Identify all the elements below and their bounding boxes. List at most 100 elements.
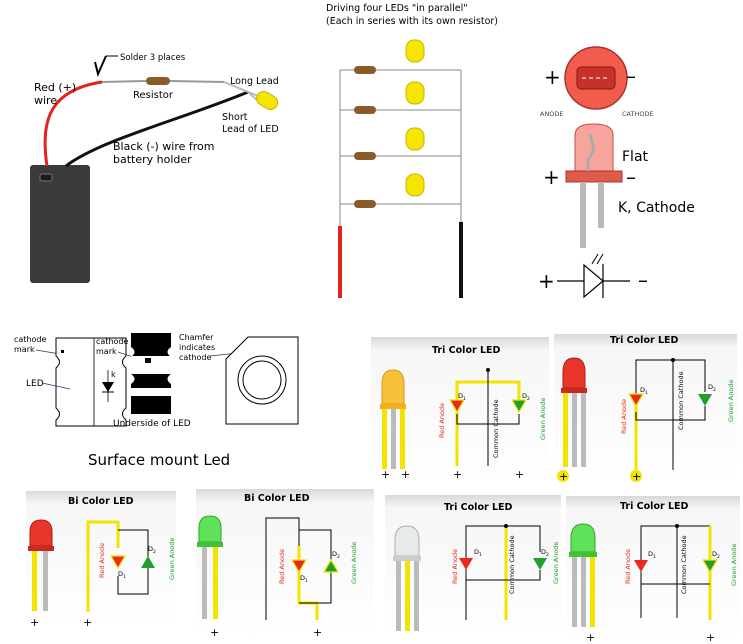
led-side-view [565, 123, 623, 248]
tri-3-d1: D [474, 548, 479, 556]
tri-color-led-diagram-4: Tri Color LED + + D 1 D 2 Red Anode Comm… [566, 496, 740, 644]
solder-label: Solder 3 places [120, 53, 186, 63]
red-wire-label-2: wire [34, 94, 57, 107]
bi-1-plus-2: + [83, 616, 92, 629]
solder-arrow [94, 55, 107, 78]
parallel-branches [340, 39, 461, 208]
parallel-led-diagram: Driving four LEDs "in parallel" (Each in… [326, 3, 498, 298]
tri-color-led-diagram-1: Tri Color LED + + + + D 1 D 2 Red Anode … [371, 337, 549, 481]
red-wire-label: Red (+) [34, 81, 76, 94]
anode-label: ANODE [540, 110, 564, 118]
tri-1-plus-2: + [401, 468, 410, 481]
red-wire [43, 80, 103, 167]
tri-1-d1-sub: 1 [463, 396, 466, 402]
tri-3-green-anode: Green Anode [552, 542, 560, 584]
black-wire-label-2: battery holder [113, 153, 192, 166]
bi-1-d1-sub: 1 [123, 574, 126, 580]
bi-color-led-diagram-1: Bi Color LED + + D 1 D 2 Red Anode Green… [26, 491, 176, 629]
chamfer-label: Chamfer [179, 333, 214, 342]
bi-2-d2-sub: 2 [337, 554, 340, 560]
underside-label: Underside of LED [113, 419, 191, 429]
branch-led [405, 81, 425, 105]
tri-1-plus-4: + [515, 468, 524, 481]
surface-mount-led-diagram: cathode mark LED k cathode mark Undersid… [14, 333, 299, 469]
tri-1-plus: + [381, 468, 390, 481]
branch-led [405, 39, 425, 63]
tri-2-plus-2: + [632, 470, 641, 483]
tri-2-common-cathode: Common Cathode [677, 371, 685, 430]
battery-wiring-diagram: Solder 3 places Red (+) wire Resistor Lo… [30, 53, 279, 283]
k-cathode-label: K, Cathode [618, 200, 695, 216]
branch-led [405, 127, 425, 151]
plus-symbol: + [544, 65, 561, 89]
diode-symbol [557, 253, 630, 299]
tri-1-d1: D [458, 392, 463, 400]
bi-2-d2: D [332, 550, 337, 558]
tri-3-red-anode: Red Anode [451, 549, 459, 584]
branch-4 [340, 173, 461, 208]
cathode-mark-label-2: mark [14, 345, 35, 354]
tri-color-led-diagram-2: Tri Color LED + + D 1 D 2 Red Anode Comm… [554, 334, 737, 485]
resistor-label: Resistor [133, 90, 174, 101]
bi-2-green-anode: Green Anode [350, 542, 358, 584]
resistor [146, 77, 170, 85]
positive-rail [338, 226, 342, 298]
bi-1-plus: + [30, 616, 39, 629]
short-lead-label-2: Lead of LED [222, 124, 279, 135]
branch-resistor [354, 106, 376, 114]
led-yellow [256, 91, 279, 110]
black-wire [65, 90, 249, 168]
long-lead-label: Long Lead [230, 76, 279, 87]
tri-2-d2: D [708, 383, 713, 391]
bi-color-led-diagram-2: Bi Color LED + + D 1 D 2 Red Anode Green… [196, 489, 374, 639]
bi-1-title: Bi Color LED [68, 496, 134, 507]
led-polarity-diagram: + – ANODE CATHODE Flat + – K, Cathode + … [538, 46, 695, 299]
flat-label: Flat [622, 149, 649, 165]
chamfer-label-3: cathode [179, 353, 211, 362]
tri-4-plus: + [586, 631, 595, 644]
branch-resistor [354, 66, 376, 74]
minus-symbol-2: – [626, 165, 636, 189]
tri-3-title: Tri Color LED [444, 502, 513, 513]
negative-rail [459, 222, 463, 298]
branch-resistor [354, 200, 376, 208]
tri-1-green-anode: Green Anode [539, 398, 547, 440]
tri-3-d2-sub: 2 [546, 552, 549, 558]
cathode-mark-label: cathode [14, 335, 46, 344]
branch-led [405, 173, 425, 197]
tri-2-title: Tri Color LED [610, 335, 679, 346]
tri-4-red-anode: Red Anode [624, 549, 632, 584]
tri-2-plus: + [559, 470, 568, 483]
tri-4-d2: D [712, 550, 717, 558]
tri-4-green-anode: Green Anode [730, 544, 738, 586]
smd-caption: Surface mount Led [88, 451, 230, 469]
plus-symbol-2: + [543, 165, 560, 189]
tri-1-red-anode: Red Anode [438, 403, 446, 438]
bi-1-d2-sub: 2 [153, 549, 156, 555]
tri-3-d1-sub: 1 [479, 552, 482, 558]
bi-1-d1: D [118, 570, 123, 578]
bi-1-d2: D [148, 545, 153, 553]
branch-resistor [354, 152, 376, 160]
tri-4-d1: D [648, 550, 653, 558]
minus-symbol: – [626, 64, 636, 88]
tri-4-plus-2: + [706, 631, 715, 644]
tri-3-d2: D [541, 548, 546, 556]
bi-2-plus: + [210, 626, 219, 639]
cathode-label: CATHODE [622, 110, 654, 118]
cathode-mark-label-4: mark [96, 347, 117, 356]
led-label: LED [26, 379, 44, 389]
tri-1-common-cathode: Common Cathode [492, 399, 500, 458]
black-wire-label: Black (-) wire from [113, 140, 215, 153]
tri-4-common-cathode: Common Cathode [680, 535, 688, 594]
tri-3-common-cathode: Common Cathode [508, 535, 516, 594]
branch-3 [340, 127, 461, 160]
chamfer-label-2: indicates [179, 343, 215, 352]
tri-2-d1: D [640, 386, 645, 394]
tri-1-d2: D [522, 392, 527, 400]
tri-2-d2-sub: 2 [713, 387, 716, 393]
tri-4-d2-sub: 2 [717, 554, 720, 560]
tri-1-d2-sub: 2 [527, 396, 530, 402]
bi-2-red-anode: Red Anode [278, 549, 286, 584]
bi-1-green-anode: Green Anode [168, 538, 176, 580]
